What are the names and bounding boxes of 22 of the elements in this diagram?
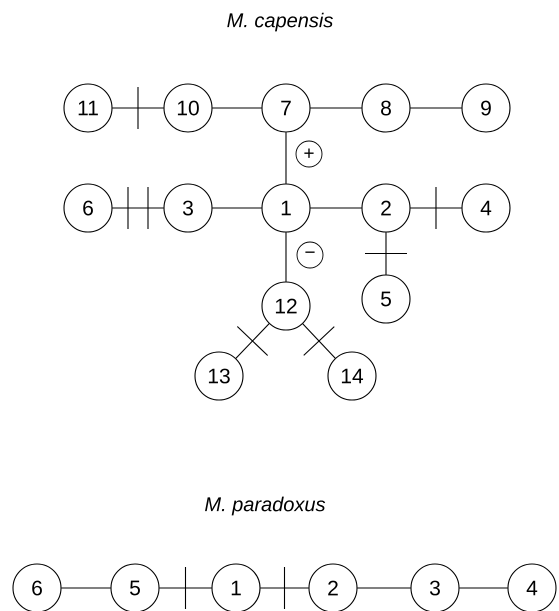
species-heading: M. paradoxus xyxy=(205,496,326,516)
connector-line xyxy=(310,107,362,109)
edge-label: − xyxy=(296,242,324,268)
connector-line xyxy=(310,207,362,209)
connector-line xyxy=(410,107,462,109)
connector-line xyxy=(358,587,410,589)
edge-label: + xyxy=(296,140,322,168)
connector-line xyxy=(212,107,262,109)
connector-line xyxy=(160,567,212,609)
connector-line xyxy=(302,324,336,359)
connector-line xyxy=(112,87,164,129)
connector-line xyxy=(285,232,287,282)
species-heading: M. capensis xyxy=(227,12,333,32)
connector-line xyxy=(285,132,287,184)
connector-line xyxy=(365,232,407,274)
connector-line xyxy=(62,587,110,589)
connector-line xyxy=(212,207,262,209)
connector-line xyxy=(112,187,164,229)
connector-line xyxy=(236,323,270,359)
connector-line xyxy=(460,587,508,589)
connector-line xyxy=(260,567,308,609)
connector-line xyxy=(410,187,462,229)
